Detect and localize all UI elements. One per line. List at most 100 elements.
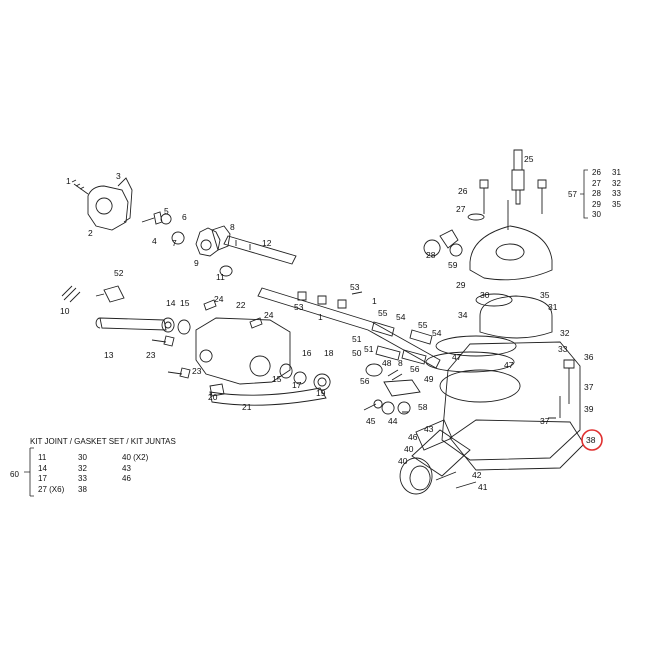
part-label: 14 [166, 298, 176, 308]
group-57-item: 28 [592, 189, 601, 198]
part-label: 5 [164, 206, 169, 216]
part-label: 8 [398, 358, 403, 368]
part-label: 31 [548, 302, 558, 312]
bracket-56-58 [381, 379, 421, 415]
highlighted-part-label: 38 [586, 435, 596, 445]
bolt-36 [563, 359, 575, 404]
part-label: 34 [458, 310, 468, 320]
part-label: 41 [478, 482, 488, 492]
part-label: 20 [208, 392, 218, 402]
bolt-4-7 [141, 211, 185, 245]
kit-item: 46 [122, 474, 131, 483]
part-label: 43 [424, 424, 434, 434]
part-label: 22 [236, 300, 246, 310]
part-label: 27 [456, 204, 466, 214]
kit-item: 30 [78, 453, 87, 462]
kit-item: 27 (X6) [38, 484, 65, 494]
group-57-item: 31 [612, 168, 621, 177]
part-label: 55 [418, 320, 428, 330]
oring-59 [449, 243, 463, 257]
part-label: 6 [182, 212, 187, 222]
part-label: 39 [584, 404, 594, 414]
part-label: 54 [396, 312, 406, 322]
kit-item: 38 [78, 484, 87, 494]
part-label: 51 [364, 344, 374, 354]
part-label: 26 [458, 186, 468, 196]
seal-14 [161, 317, 175, 333]
part-label: 36 [584, 352, 594, 362]
pump-housing-22 [195, 317, 291, 385]
part-label: 51 [352, 334, 362, 344]
part-label: 12 [262, 238, 272, 248]
manifold-40-43 [399, 429, 471, 495]
part-label: 45 [366, 416, 376, 426]
part-label: 13 [104, 350, 114, 360]
group-57-item: 26 [592, 168, 601, 177]
bolt-23a [151, 335, 175, 347]
washer-50-48 [365, 363, 403, 381]
oring-16-19 [293, 371, 331, 391]
part-label: 15 [180, 298, 190, 308]
part-label: 53 [294, 302, 304, 312]
group-57-item: 32 [612, 178, 621, 188]
group-57-item: 33 [612, 189, 621, 198]
part-label: 47 [452, 352, 462, 362]
screw-53 [297, 291, 363, 309]
screw-45 [363, 399, 383, 411]
part-label: 25 [524, 154, 534, 164]
part-label: 4 [152, 236, 157, 246]
part-label: 53 [350, 282, 360, 292]
part-label: 17 [292, 380, 302, 390]
part-label: 35 [540, 290, 550, 300]
kit-bracket [24, 447, 34, 497]
seal-15a [177, 319, 191, 335]
part-label: 15 [272, 374, 282, 384]
part-label: 58 [418, 402, 428, 412]
kit-item: 33 [78, 474, 87, 483]
group-57-column-1: 26 27 28 29 30 [592, 168, 601, 221]
part-label: 33 [558, 344, 568, 354]
part-label: 1 [372, 296, 377, 306]
part-label: 29 [456, 280, 466, 290]
part-label: 42 [472, 470, 482, 480]
clamp-41-42 [435, 471, 477, 489]
part-label: 32 [560, 328, 570, 338]
part-label: 11 [216, 272, 225, 282]
kit-item: 17 [38, 474, 47, 483]
part-label: 28 [426, 250, 436, 260]
part-label: 56 [360, 376, 370, 386]
part-label: 46 [408, 432, 418, 442]
hose-21 [209, 387, 327, 406]
kit-item: 43 [122, 463, 131, 473]
cap-assembly-2-3 [87, 177, 133, 231]
part-label: 9 [194, 258, 199, 268]
piston-31 [479, 295, 553, 339]
part-label: 47 [504, 360, 514, 370]
cylinder-head-29 [469, 225, 553, 281]
part-label: 59 [448, 260, 458, 270]
part-label: 48 [382, 358, 392, 368]
part-label: 16 [302, 348, 312, 358]
part-label: 24 [264, 310, 274, 320]
screw-1a [71, 179, 89, 195]
part-label: 19 [316, 388, 326, 398]
part-label: 7 [172, 238, 177, 248]
kit-column-1: 11 14 17 27 (X6) [38, 453, 64, 495]
kit-item: 14 [38, 463, 47, 473]
group-57-bracket [580, 169, 588, 219]
rod-12 [223, 235, 297, 265]
group-57-item: 35 [612, 199, 621, 209]
part-label: 52 [114, 268, 124, 278]
part-label: 40 [404, 444, 414, 454]
part-label: 55 [378, 308, 388, 318]
part-label: 40 [398, 456, 408, 466]
group-57-number: 57 [568, 190, 577, 199]
head-bolts-26 [479, 179, 547, 214]
kit-column-3: 40 (X2) 43 46 [122, 453, 148, 485]
bolt-24b [249, 317, 263, 329]
kit-item: 40 (X2) [122, 453, 149, 462]
part-label: 37 [540, 416, 550, 426]
bolt-37 [548, 396, 561, 419]
bolt-24a [203, 299, 217, 311]
